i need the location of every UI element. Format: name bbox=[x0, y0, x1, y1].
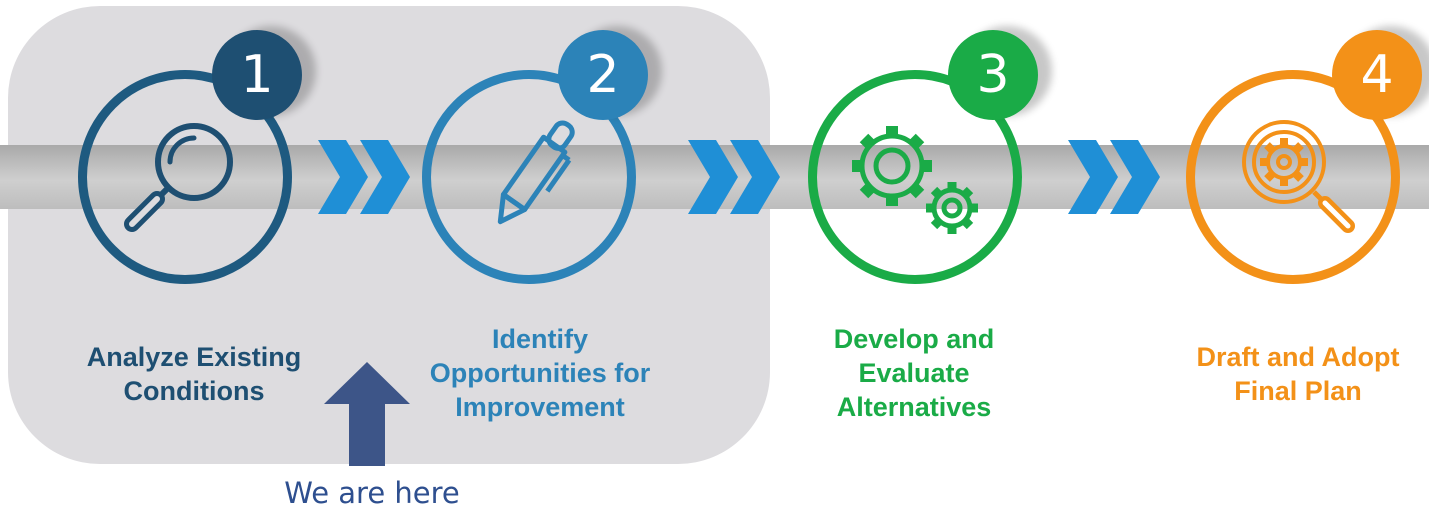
chevron-arrow-icon bbox=[1068, 140, 1160, 214]
step-1-ring bbox=[78, 70, 292, 284]
chevron-arrow-icon bbox=[318, 140, 410, 214]
chevron-arrow-icon bbox=[688, 140, 780, 214]
step-1-badge: 1 bbox=[212, 30, 302, 120]
step-4-badge: 4 bbox=[1332, 30, 1422, 120]
step-1-label: Analyze Existing Conditions bbox=[86, 342, 302, 406]
step-2-label: Identify Opportunities for Improvement bbox=[429, 324, 651, 422]
step-4-label: Draft and Adopt Final Plan bbox=[1196, 342, 1400, 406]
up-arrow-icon bbox=[324, 362, 410, 466]
magnifier-icon bbox=[124, 123, 233, 232]
we-are-here-label: We are here bbox=[284, 476, 460, 510]
step-4-ring bbox=[1186, 70, 1400, 284]
step-2-badge: 2 bbox=[558, 30, 648, 120]
gears-icon bbox=[852, 126, 978, 234]
step-2-ring bbox=[422, 70, 636, 284]
step-3-badge: 3 bbox=[948, 30, 1038, 120]
step-3-ring bbox=[808, 70, 1022, 284]
pen-icon bbox=[497, 120, 575, 225]
gear-magnifier-icon bbox=[1242, 120, 1355, 233]
step-3-label: Develop and Evaluate Alternatives bbox=[833, 324, 995, 422]
